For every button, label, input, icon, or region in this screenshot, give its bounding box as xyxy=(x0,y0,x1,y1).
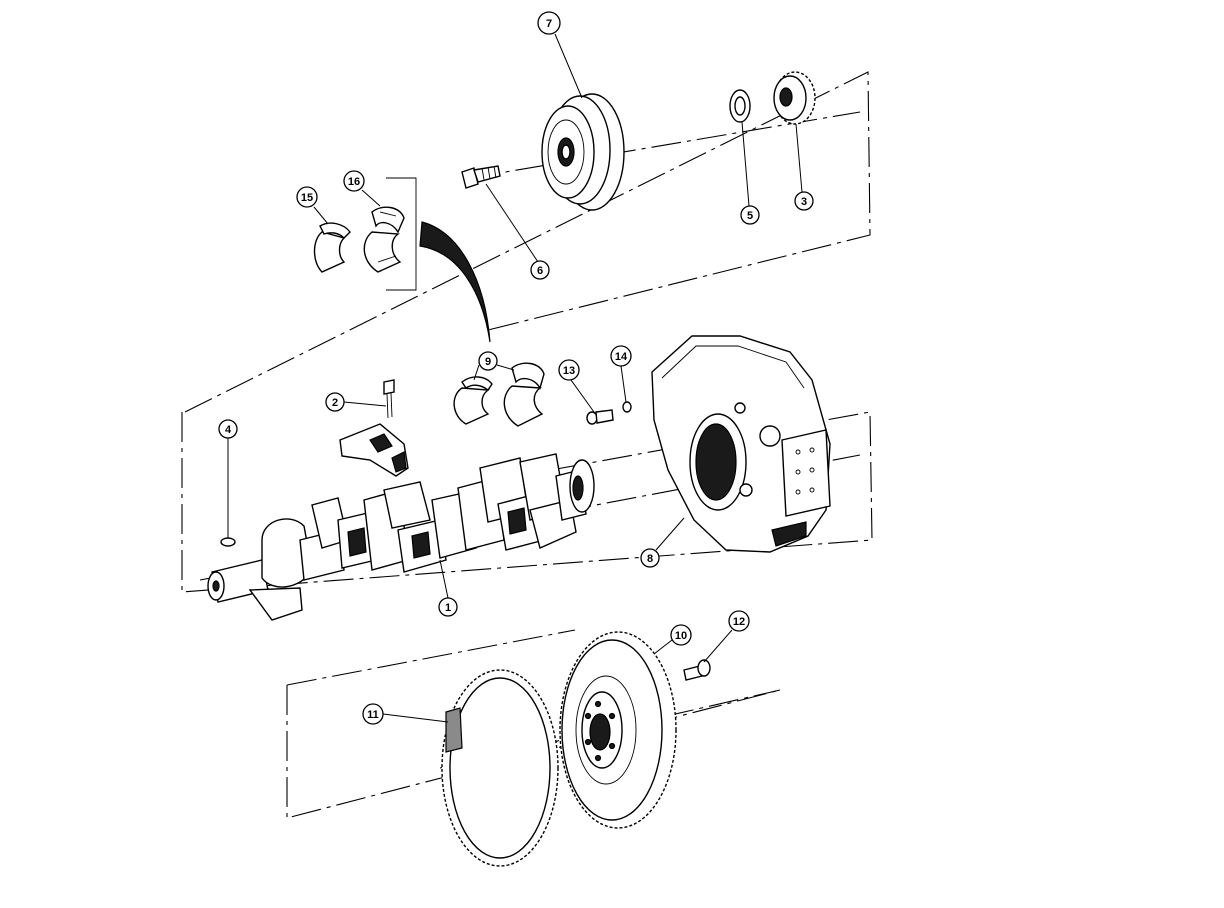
main-bearings xyxy=(453,362,545,427)
ring-gear xyxy=(441,669,559,867)
callout-label-10: 10 xyxy=(675,630,687,642)
callout-6: 6 xyxy=(530,260,550,280)
bearing-inset-bracket xyxy=(386,177,491,343)
callout-label-7: 7 xyxy=(546,18,552,30)
thrust-bearing-15 xyxy=(313,222,351,273)
callout-label-11: 11 xyxy=(367,709,379,721)
flywheel xyxy=(559,631,677,829)
boundary-top-panel xyxy=(184,71,871,413)
leader-16 xyxy=(361,189,381,207)
leader-1 xyxy=(439,559,449,599)
leader-15 xyxy=(313,206,329,225)
callout-label-2: 2 xyxy=(332,397,338,409)
callout-label-9: 9 xyxy=(485,356,491,368)
callout-balloons: 1 2 3 4 5 6 7 8 9 10 11 12 13 14 15 16 xyxy=(218,11,814,725)
pulley-bolt xyxy=(461,165,501,189)
callout-label-1: 1 xyxy=(445,602,451,614)
leader-8 xyxy=(655,517,685,551)
callout-4: 4 xyxy=(218,419,238,439)
inset-pointer xyxy=(419,221,491,343)
callout-2: 2 xyxy=(325,392,345,412)
leader-2 xyxy=(343,401,387,407)
callout-label-8: 8 xyxy=(647,553,653,565)
leader-10 xyxy=(653,639,673,655)
callout-label-13: 13 xyxy=(563,365,575,377)
callout-label-4: 4 xyxy=(225,424,232,436)
leader-12 xyxy=(703,629,733,663)
callout-13: 13 xyxy=(558,359,580,381)
connecting-rod-cap xyxy=(339,423,409,477)
spacer-ring xyxy=(729,89,751,123)
flywheel-housing xyxy=(651,335,831,553)
callout-label-16: 16 xyxy=(348,176,360,188)
leader-5 xyxy=(741,121,750,207)
callout-9: 9 xyxy=(478,351,498,371)
leader-13 xyxy=(570,379,595,413)
callout-11: 11 xyxy=(362,703,384,725)
inset-bracket xyxy=(386,177,417,291)
damper-pulley xyxy=(541,93,625,211)
leader-11 xyxy=(382,713,449,723)
callout-1: 1 xyxy=(438,597,458,617)
callout-label-15: 15 xyxy=(301,192,313,204)
callout-12: 12 xyxy=(728,610,750,632)
boundary-bottom-top xyxy=(286,629,576,686)
callout-10: 10 xyxy=(670,624,692,646)
callout-3: 3 xyxy=(794,191,814,211)
thrust-bearing-16 xyxy=(363,206,405,273)
callout-label-6: 6 xyxy=(537,265,543,277)
housing-bolt xyxy=(586,409,614,425)
leader-lines xyxy=(227,33,803,723)
callout-label-5: 5 xyxy=(747,210,753,222)
callout-5: 5 xyxy=(740,205,760,225)
crankshaft xyxy=(207,453,595,621)
leader-14 xyxy=(620,365,627,403)
flywheel-bolt xyxy=(683,659,711,681)
leader-9 xyxy=(473,364,515,381)
callout-8: 8 xyxy=(640,548,660,568)
callout-label-3: 3 xyxy=(801,196,807,208)
callout-label-12: 12 xyxy=(733,616,745,628)
crank-key xyxy=(220,537,236,547)
connecting-rod-bolt xyxy=(383,379,395,419)
leader-6 xyxy=(485,183,539,263)
callout-15: 15 xyxy=(296,186,318,208)
callout-7: 7 xyxy=(537,11,561,35)
leader-7 xyxy=(554,33,583,99)
callout-label-14: 14 xyxy=(615,351,628,363)
callout-14: 14 xyxy=(610,345,632,367)
crankshaft-gear xyxy=(773,71,816,125)
leader-3 xyxy=(795,123,803,193)
housing-washer xyxy=(622,401,632,413)
callout-16: 16 xyxy=(343,170,365,192)
